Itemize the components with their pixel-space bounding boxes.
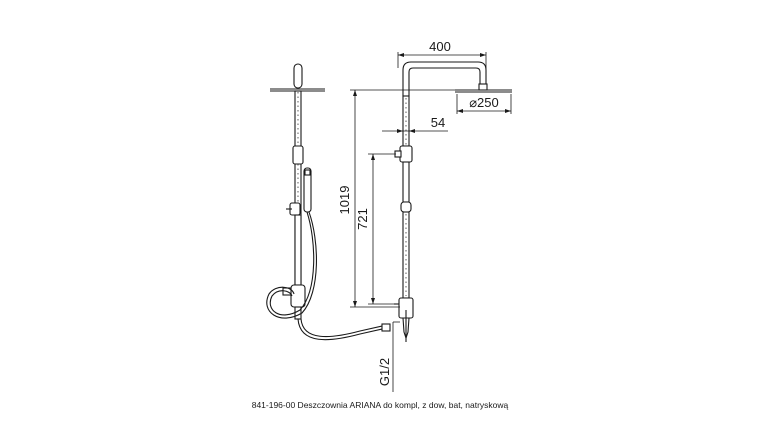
front-connector — [399, 145, 413, 163]
dim-arm-offset-label: 54 — [431, 115, 445, 130]
dim-54-arrow-right — [409, 129, 415, 133]
side-riser-top — [293, 63, 303, 89]
side-hose-outer — [300, 318, 383, 338]
dim-54-arrow-left — [397, 129, 403, 133]
dim-250-arrow-left — [457, 109, 463, 113]
front-view — [394, 61, 512, 342]
side-connector — [292, 145, 304, 165]
dim-valve-height-label: 721 — [355, 208, 370, 230]
side-hose-nut — [381, 323, 391, 332]
front-arm — [402, 61, 487, 97]
dim-721-arrow-top — [371, 154, 375, 160]
front-riser-mid — [402, 161, 410, 203]
dim-head-diameter-label: ⌀250 — [469, 95, 499, 110]
dim-400-arrow-right — [480, 53, 486, 57]
drawing-caption: 841-196-00 Deszczownia ARIANA do kompl, … — [251, 400, 509, 410]
side-view — [266, 63, 391, 341]
front-head-neck — [478, 83, 488, 91]
side-hose — [297, 318, 383, 341]
dim-thread-label: G1/2 — [377, 358, 392, 386]
side-hose-loop-outer — [266, 211, 318, 319]
dim-250-arrow-right — [505, 109, 511, 113]
dim-1019-arrow-top — [353, 90, 357, 96]
dim-width-arm-label: 400 — [429, 39, 451, 54]
dim-1019-arrow-bottom — [353, 301, 357, 307]
dim-total-height-label: 1019 — [337, 186, 352, 215]
front-slider — [400, 201, 412, 213]
side-mixer-outlet — [294, 306, 302, 320]
side-hand-shower-face — [304, 169, 311, 176]
dim-400-arrow-left — [398, 53, 404, 57]
side-lower-pipe — [294, 214, 302, 286]
side-hose-loop — [269, 211, 315, 316]
side-mixer — [290, 284, 306, 308]
dimension-lines: 400 ⌀250 54 1019 721 G1/2 — [337, 39, 512, 392]
dim-721-arrow-bottom — [371, 298, 375, 304]
